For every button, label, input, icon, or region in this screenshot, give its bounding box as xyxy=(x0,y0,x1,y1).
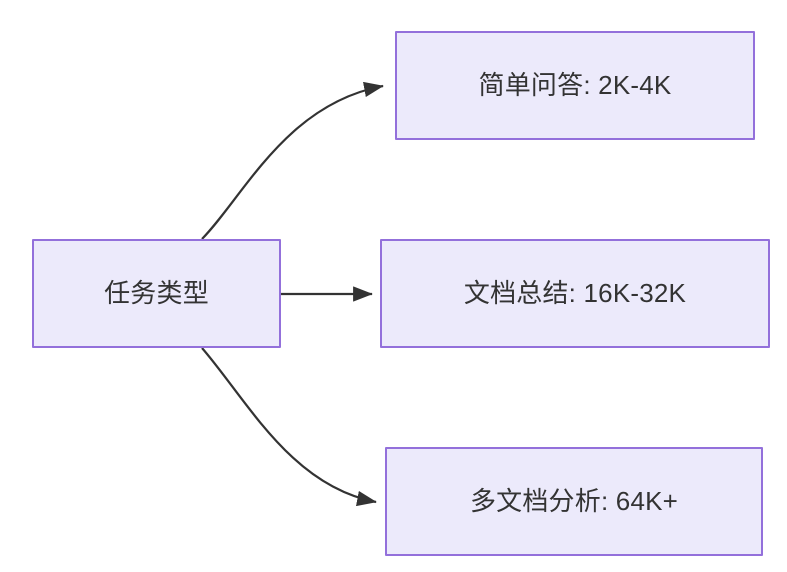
edge-source-to-multidoc xyxy=(201,347,377,507)
node-label: 简单问答: 2K-4K xyxy=(478,69,672,100)
node-multi-document-analysis[interactable]: 多文档分析: 64K+ xyxy=(385,447,763,556)
node-simple-qa[interactable]: 简单问答: 2K-4K xyxy=(395,31,755,140)
node-document-summary[interactable]: 文档总结: 16K-32K xyxy=(380,239,770,348)
node-label: 多文档分析: 64K+ xyxy=(469,485,679,516)
edge-source-to-simple xyxy=(201,81,384,240)
node-label: 文档总结: 16K-32K xyxy=(463,277,687,308)
node-label: 任务类型 xyxy=(104,277,209,308)
node-task-type[interactable]: 任务类型 xyxy=(32,239,281,348)
